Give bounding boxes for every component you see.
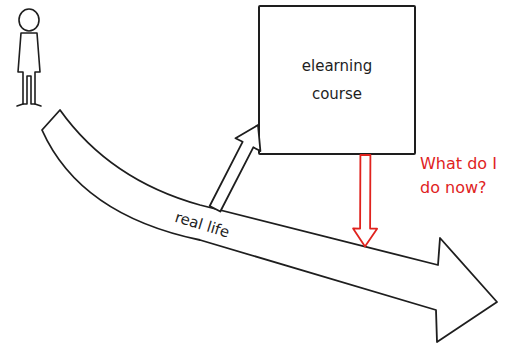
band-outline [0, 100, 528, 349]
edge-label: What do I do now? [420, 152, 508, 200]
course-box: elearning course [258, 5, 416, 155]
real-life-arrow: real life [0, 100, 528, 349]
hollow-arrow [353, 155, 377, 247]
hollow-arrow [210, 125, 261, 212]
stick-figure [0, 0, 70, 120]
box-title: elearning course [292, 52, 382, 108]
